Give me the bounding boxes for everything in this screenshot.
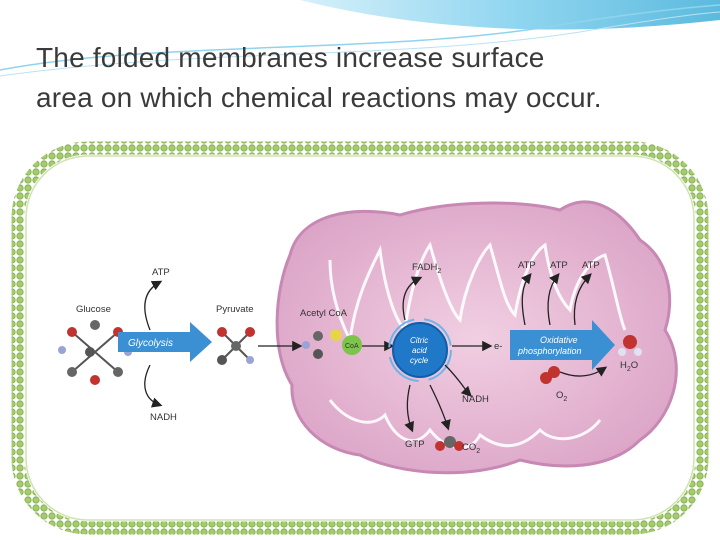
atp-arrow-3 xyxy=(573,273,592,326)
header-wave-decoration xyxy=(0,0,720,77)
label-nadh-cycle: NADH xyxy=(462,394,489,405)
label-pyruvate: Pyruvate xyxy=(216,304,254,315)
label-h2o-end: O xyxy=(631,360,638,371)
label-fadh2: FADH2 xyxy=(412,262,441,275)
nadh-cycle-arrow xyxy=(444,364,472,397)
label-co2: CO2 xyxy=(462,442,480,455)
citric-acid-cycle xyxy=(388,318,452,382)
label-nadh-glycolysis: NADH xyxy=(150,412,177,423)
acetyl-coa-molecule xyxy=(302,329,362,359)
pyruvate-molecule xyxy=(217,327,255,365)
label-o2-sub: 2 xyxy=(563,396,567,403)
fadh2-arrow xyxy=(402,276,423,321)
label-fadh2-main: FADH xyxy=(412,262,437,273)
label-gtp: GTP xyxy=(405,439,425,450)
label-atp-1: ATP xyxy=(518,260,536,271)
gtp-arrow xyxy=(404,384,414,433)
label-glycolysis: Glycolysis xyxy=(128,338,173,349)
atp-arrow-2 xyxy=(547,272,560,326)
label-citric-1: Citric xyxy=(410,336,428,345)
label-oxphos-2: phosphorylation xyxy=(517,346,582,356)
label-coa: CoA xyxy=(345,343,359,350)
label-o2-main: O xyxy=(556,390,563,401)
nadh-glycolysis-arrow xyxy=(144,364,163,408)
oxygen-molecule xyxy=(540,366,560,384)
label-citric-2: acid xyxy=(412,346,427,355)
cell-membrane xyxy=(11,141,709,535)
co2-arrow xyxy=(429,384,451,431)
label-o2: O2 xyxy=(556,390,567,403)
oxidative-phosphorylation-arrow xyxy=(510,320,615,370)
mitochondrion xyxy=(275,200,678,475)
o2-arrow xyxy=(559,366,608,377)
label-acetyl-coa: Acetyl CoA xyxy=(300,308,348,319)
label-citric-3: cycle xyxy=(410,356,429,365)
slide-title-line-2: area on which chemical reactions may occ… xyxy=(36,82,602,113)
atp-glycolysis-arrow xyxy=(144,280,163,331)
water-molecule xyxy=(618,335,642,356)
label-glucose: Glucose xyxy=(76,304,111,315)
slide-title: The folded membranes increase surface ar… xyxy=(36,38,696,118)
label-oxphos-1: Oxidative xyxy=(540,335,578,345)
glucose-molecule xyxy=(58,320,132,385)
label-electron: e- xyxy=(494,341,502,352)
label-atp-glycolysis: ATP xyxy=(152,267,170,278)
atp-arrow-1 xyxy=(521,272,532,326)
glycolysis-arrow xyxy=(118,322,212,362)
label-h2o: H2O xyxy=(620,360,638,373)
label-co2-sub: 2 xyxy=(476,448,480,455)
label-fadh2-sub: 2 xyxy=(437,268,441,275)
label-h2o-sub: 2 xyxy=(627,366,631,373)
label-atp-3: ATP xyxy=(582,260,600,271)
label-atp-2: ATP xyxy=(550,260,568,271)
label-co2-main: CO xyxy=(462,442,476,453)
label-h2o-main: H xyxy=(620,360,627,371)
slide-title-line-1: The folded membranes increase surface xyxy=(36,42,545,73)
co2-molecule xyxy=(435,436,464,451)
